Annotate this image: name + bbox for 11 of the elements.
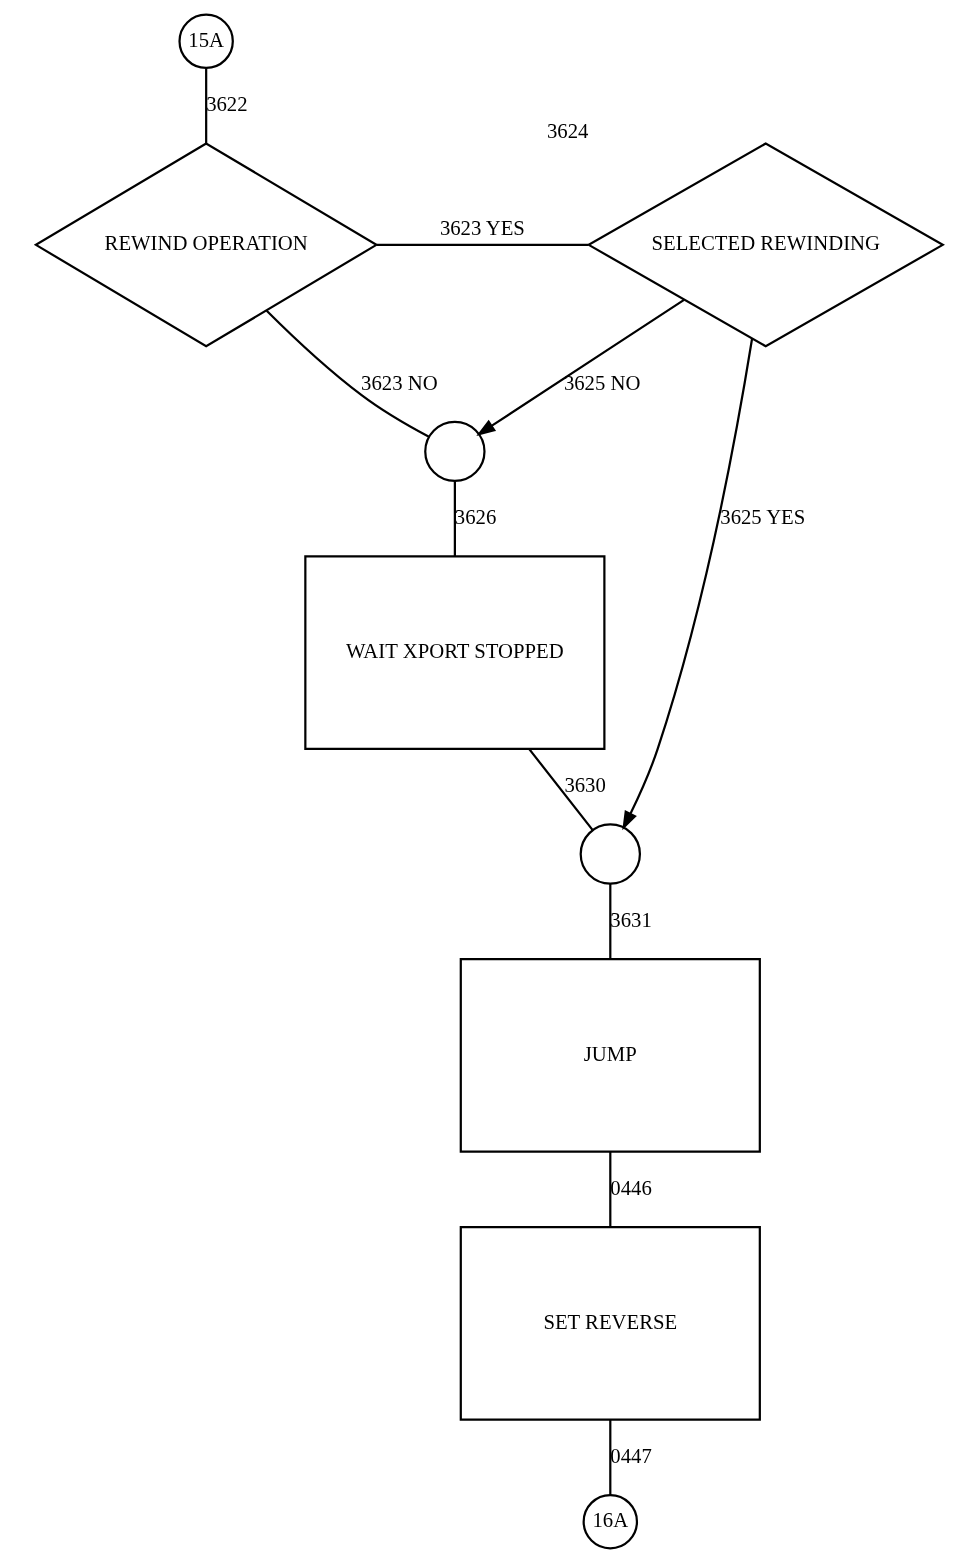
edge-label: 0446 (610, 1176, 652, 1199)
edge-label: 3631 (610, 908, 652, 931)
edge-label: 3625 NO (563, 371, 641, 394)
edge-label: 3622 (206, 93, 248, 116)
edge-label: 0447 (610, 1444, 652, 1467)
edge-label: 3625 YES (720, 506, 806, 529)
edge-label: 3623 YES (439, 216, 525, 239)
edge-label: 3630 (564, 774, 606, 797)
node-label: 3624 (546, 119, 589, 142)
edge-label: 3626 (454, 506, 497, 529)
edge-label: 3623 NO (361, 371, 438, 394)
